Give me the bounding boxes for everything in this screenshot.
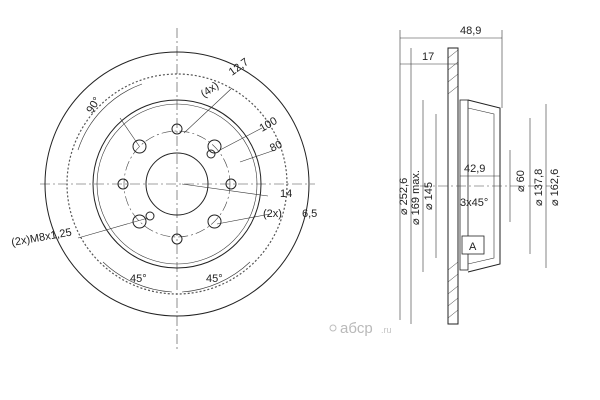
watermark: aбcp .ru	[329, 320, 392, 337]
dia-169-label: ⌀ 169 max.	[410, 170, 422, 225]
vent-slot	[459, 99, 469, 271]
hat-outer-circle	[92, 99, 262, 269]
leader-line	[181, 183, 269, 197]
bolt-holes	[132, 139, 222, 229]
center-bore	[145, 152, 209, 216]
bolt-hole	[132, 214, 147, 229]
hat-inner-circle	[96, 103, 258, 265]
hole-diameter-label: 12,7	[227, 56, 251, 78]
pilot-14-label: 14	[280, 188, 292, 200]
side-view	[399, 30, 550, 325]
leader-line	[77, 217, 149, 239]
watermark-brand: aбcp	[340, 320, 373, 337]
thread-label: (2x)M8x1,25	[10, 227, 72, 249]
hub-80-label: 80	[268, 139, 284, 155]
small-hole	[171, 233, 183, 245]
dia-60-label: ⌀ 60	[515, 170, 527, 192]
bolt-hole	[207, 214, 222, 229]
hat-depth-label: 42,9	[464, 163, 485, 175]
dia-145-label: ⌀ 145	[423, 182, 435, 210]
angle-arc-45-left	[102, 261, 173, 293]
angle-arc-90	[77, 83, 143, 151]
leader-line	[119, 117, 140, 147]
leader-line	[219, 127, 263, 151]
leader-line	[216, 213, 271, 225]
disc-outer-edge	[44, 51, 310, 317]
bolt-hole	[132, 139, 147, 154]
angle-arc-45-right	[181, 261, 251, 293]
section-label: A	[469, 241, 477, 253]
small-holes	[117, 123, 237, 245]
dia-162-label: ⌀ 162,6	[549, 169, 561, 206]
angle-45-right-label: 45°	[206, 273, 223, 285]
dia-137-label: ⌀ 137,8	[533, 169, 545, 206]
bolt-circle	[123, 130, 231, 238]
hole-pattern-label: (4x)	[199, 80, 221, 101]
small-hole	[225, 178, 237, 190]
leader-line	[183, 87, 233, 134]
disc-hatching	[447, 49, 459, 319]
leader-line	[239, 149, 276, 163]
chamfer-label: 3x45°	[460, 197, 488, 209]
small-hole	[117, 178, 129, 190]
small-hole	[171, 123, 183, 135]
friction-ring-hatch	[66, 73, 288, 295]
watermark-logo-dot	[329, 324, 337, 332]
front-view	[40, 28, 315, 350]
screw-hole-label: 6,5	[302, 208, 317, 220]
disc-thickness-label: 17	[422, 51, 434, 63]
section-label-box	[461, 235, 485, 255]
dia-252-label: ⌀ 252,6	[398, 178, 410, 215]
watermark-domain: .ru	[381, 325, 392, 335]
threaded-hole	[206, 149, 216, 159]
pcd-100-label: 100	[258, 115, 280, 135]
threaded-hole	[145, 211, 155, 221]
angle-90-label: 90°	[84, 95, 103, 115]
angle-45-left-label: 45°	[130, 273, 147, 285]
screw-count-label: (2x)	[263, 208, 282, 220]
overall-width-label: 48,9	[460, 25, 481, 37]
